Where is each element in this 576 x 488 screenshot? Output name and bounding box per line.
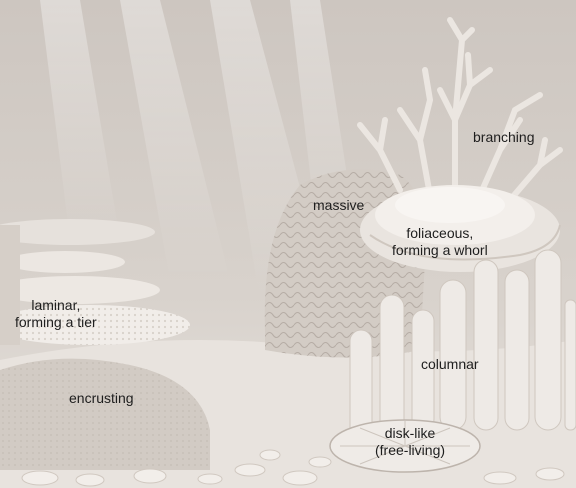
label-disk-like-line2: (free-living) (375, 442, 445, 459)
label-branching: branching (473, 129, 535, 146)
label-massive: massive (313, 197, 364, 214)
label-columnar: columnar (421, 356, 479, 373)
label-disk-like: disk-like (free-living) (375, 425, 445, 459)
label-laminar: laminar, forming a tier (15, 297, 97, 331)
label-foliaceous-line2: forming a whorl (392, 242, 488, 259)
label-disk-like-line1: disk-like (375, 425, 445, 442)
label-foliaceous-line1: foliaceous, (392, 225, 488, 242)
label-laminar-line2: forming a tier (15, 314, 97, 331)
label-laminar-line1: laminar, (15, 297, 97, 314)
label-foliaceous: foliaceous, forming a whorl (392, 225, 488, 259)
label-encrusting: encrusting (69, 390, 134, 407)
